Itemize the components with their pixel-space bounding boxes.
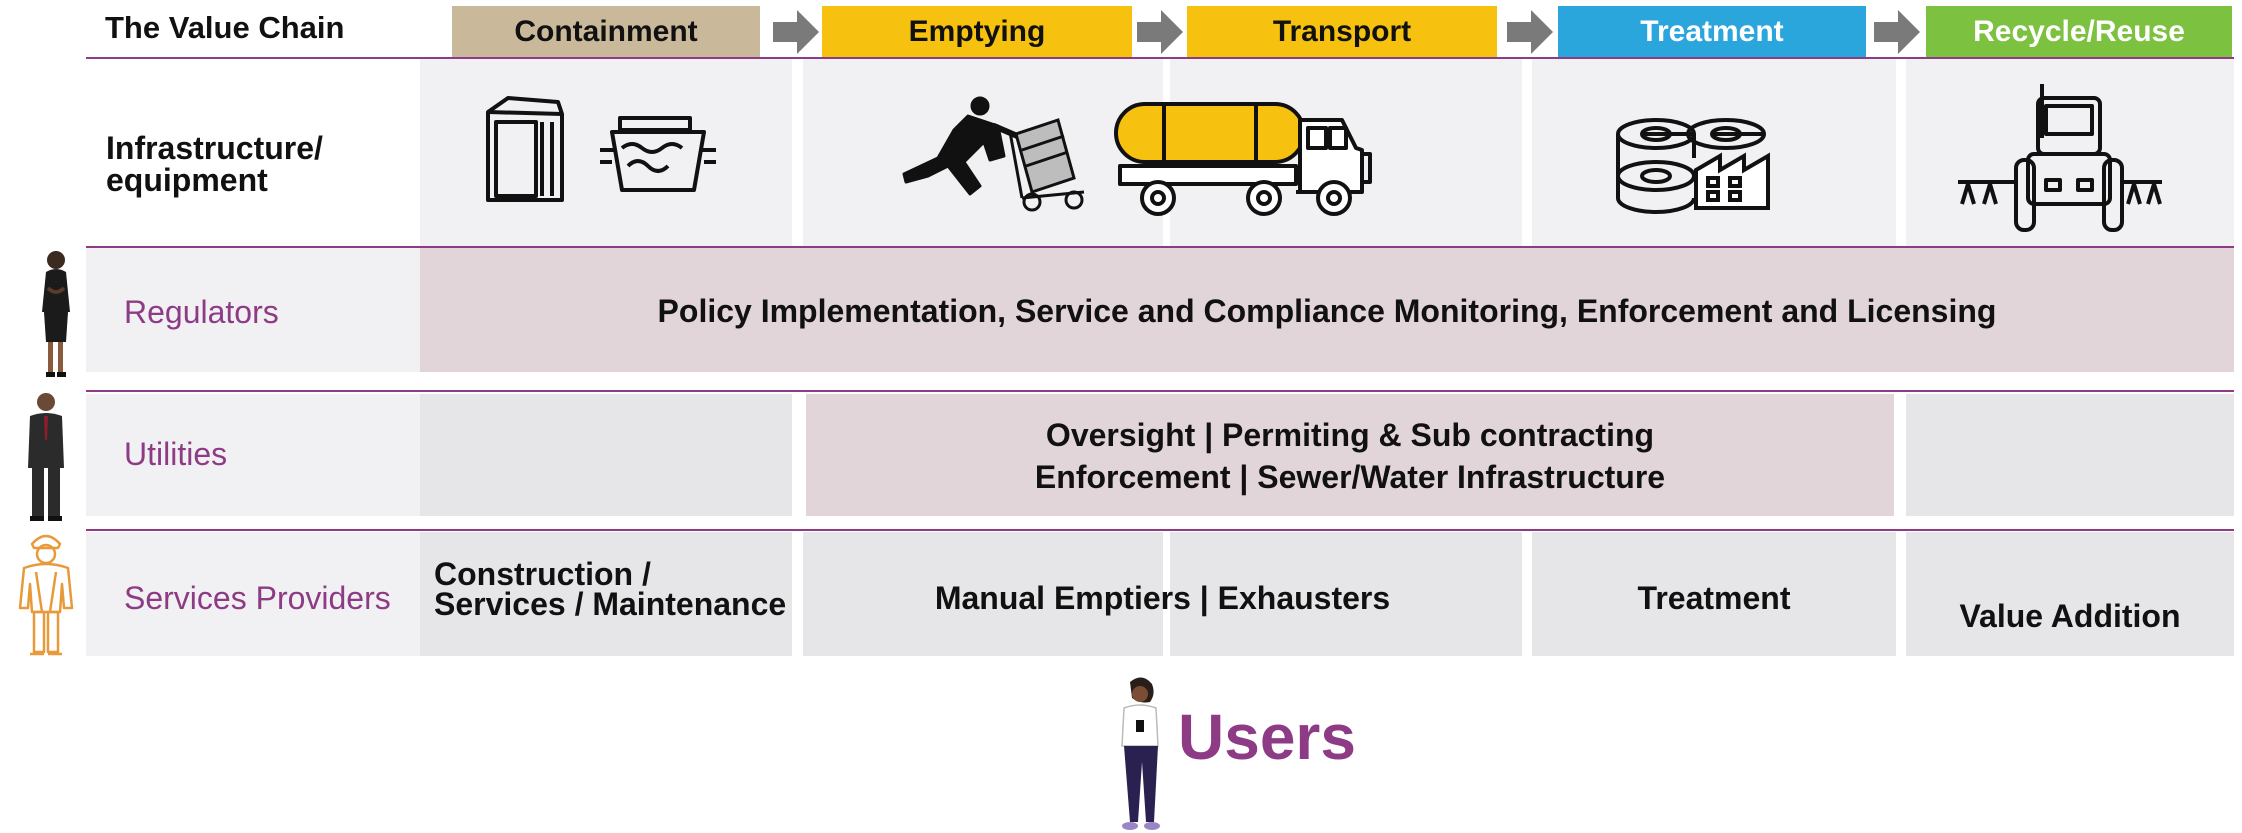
services-label-cell [86, 532, 420, 656]
user-person-icon [1121, 677, 1160, 830]
stage-recycle-reuse: Recycle/Reuse [1926, 6, 2232, 58]
tractor-icon [1958, 84, 2162, 232]
treatment-plant-icon [1616, 118, 1770, 214]
septic-tank-icon [600, 116, 716, 192]
infra-cell-treatment [1532, 58, 1896, 246]
outhouse-icon [486, 96, 564, 202]
stage-containment: Containment [452, 6, 760, 58]
stage-label: Transport [1272, 15, 1412, 48]
regulator-person-icon [42, 251, 70, 377]
utilities-cell-containment [420, 394, 792, 516]
regulators-label-cell [86, 248, 420, 372]
manual-emptier-icon [902, 96, 1085, 212]
services-cell-transport [1170, 532, 1522, 656]
utilities-label-cell [86, 394, 420, 516]
divider [86, 390, 2234, 392]
row-label-utilities: Utilities [124, 436, 228, 472]
utility-person-icon [28, 393, 64, 521]
stage-label: Treatment [1640, 15, 1784, 48]
infra-cell-emptying [803, 58, 1163, 246]
row-label-infrastructure: Infrastructure/ equipment [106, 130, 323, 198]
services-cell-containment [420, 532, 792, 656]
stage-treatment: Treatment [1558, 6, 1866, 58]
row-label-regulators: Regulators [124, 294, 279, 330]
services-treatment: Treatment [1637, 580, 1791, 616]
utilities-line-1: Oversight | Permiting & Sub contracting [1045, 417, 1655, 453]
arrow-right-icon [773, 10, 819, 54]
services-cell-emptying [803, 532, 1163, 656]
arrow-right-icon [1874, 10, 1920, 54]
value-chain-title: The Value Chain [105, 10, 345, 45]
regulators-band [420, 248, 2234, 372]
utilities-band [806, 394, 1894, 516]
stage-label: Containment [514, 15, 698, 48]
services-containment-line-1: Construction / [434, 556, 651, 592]
divider [86, 57, 2234, 59]
divider [86, 529, 2234, 531]
regulators-description: Policy Implementation, Service and Compl… [657, 293, 1997, 329]
users-label: Users [1178, 701, 1356, 773]
arrow-right-icon [1507, 10, 1553, 54]
stage-label: Emptying [908, 15, 1046, 48]
stage-label: Recycle/Reuse [1973, 15, 2185, 48]
service-provider-person-icon [18, 534, 74, 656]
utilities-cell-reuse [1906, 394, 2234, 516]
row-label-service-providers: Services Providers [124, 580, 391, 616]
services-cell-reuse [1906, 532, 2234, 656]
tanker-truck-icon [1114, 102, 1372, 216]
stage-transport: Transport [1187, 6, 1497, 58]
services-containment-line-2: Services / Maintenance [434, 586, 787, 622]
arrow-right-icon [1137, 10, 1183, 54]
divider [86, 246, 2234, 248]
utilities-line-2: Enforcement | Sewer/Water Infrastructure [1034, 459, 1666, 495]
services-cell-treatment [1532, 532, 1896, 656]
services-reuse: Value Addition [1959, 598, 2181, 634]
services-emptying-transport: Manual Emptiers | Exhausters [934, 580, 1391, 616]
stage-emptying: Emptying [822, 6, 1132, 58]
